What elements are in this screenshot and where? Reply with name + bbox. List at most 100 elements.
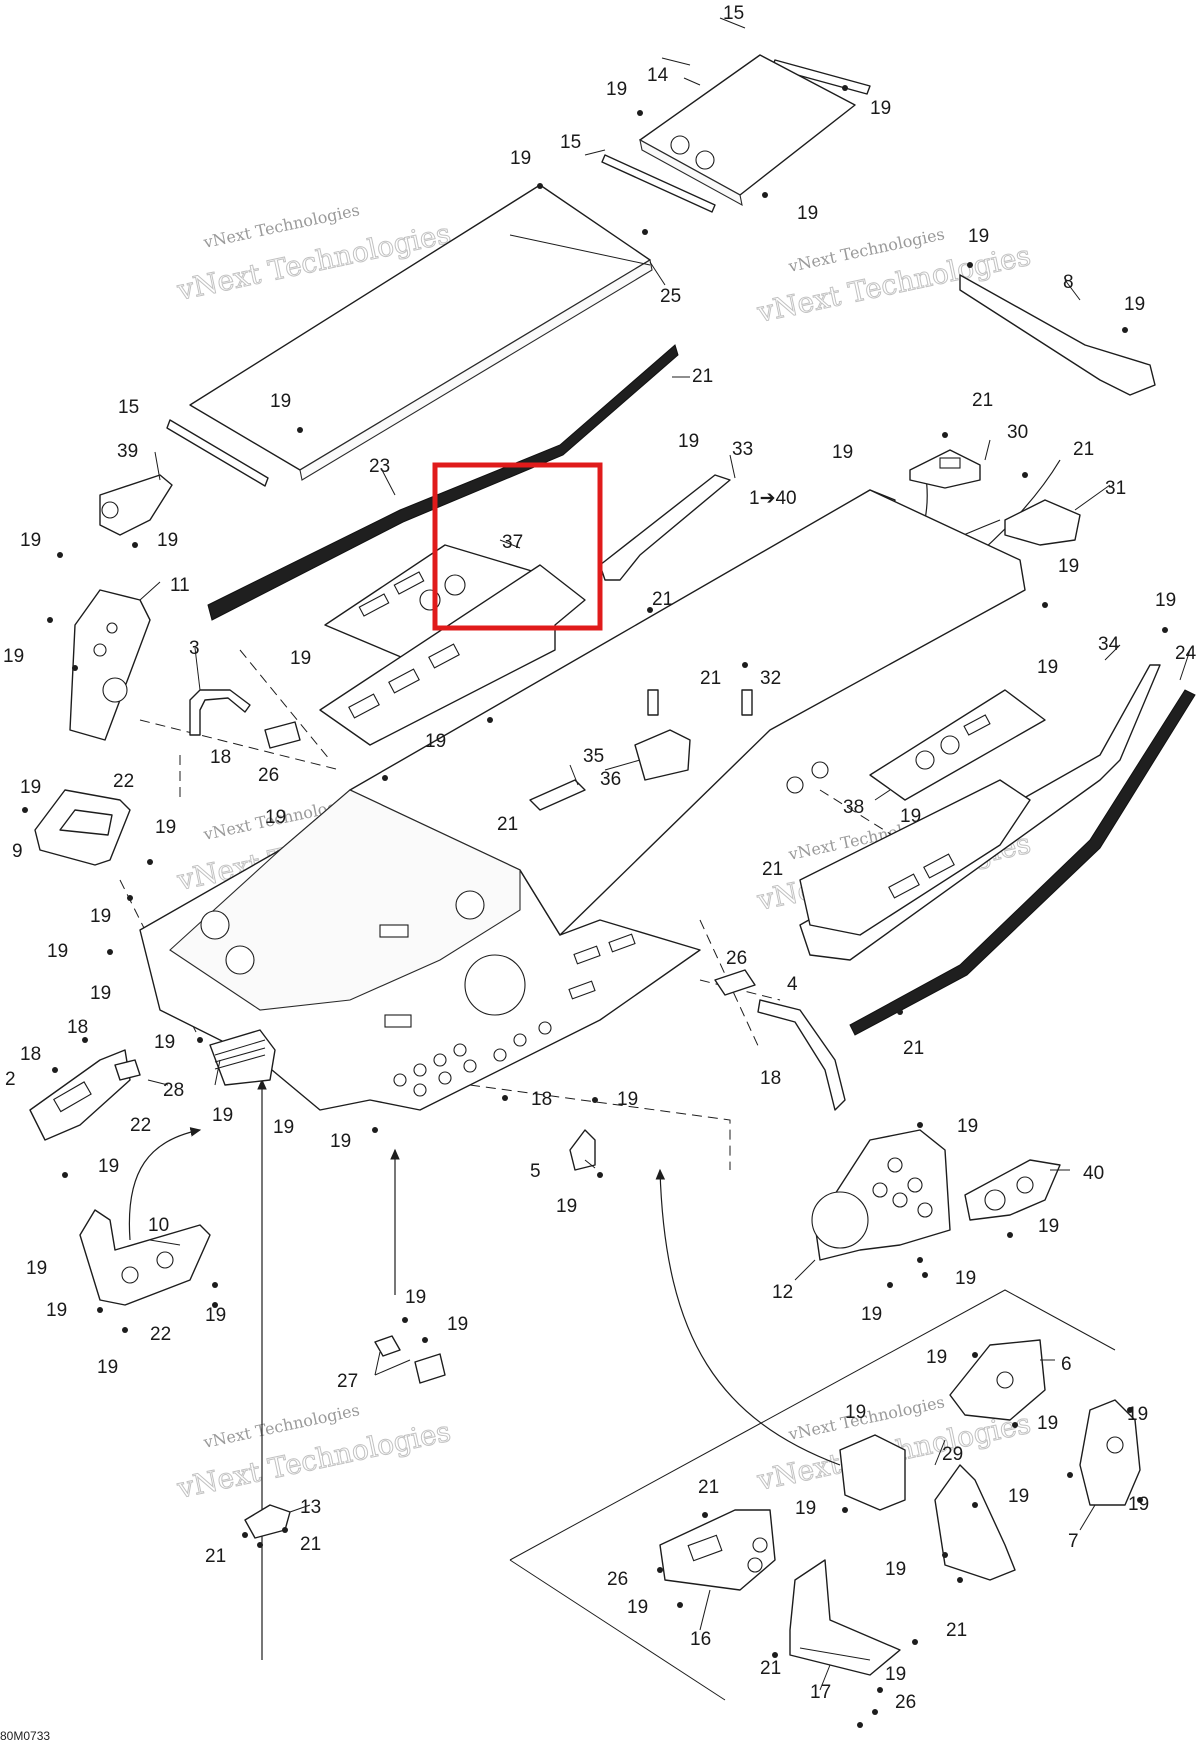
callout-20: 19 <box>330 1131 351 1152</box>
callout-20: 19 <box>205 1305 226 1326</box>
callout-33: 33 <box>732 439 753 460</box>
part-32-studs <box>647 689 753 716</box>
callout-20: 19 <box>885 1559 906 1580</box>
callout-20: 19 <box>968 226 989 247</box>
callout-20: 19 <box>1058 556 1079 577</box>
callout-9: 9 <box>12 841 23 862</box>
callout-19: 19 <box>212 1105 233 1126</box>
part-7-bracket <box>1079 1399 1141 1506</box>
part-23-rail <box>207 344 679 621</box>
callout-35: 35 <box>583 746 604 767</box>
callout-21: 21 <box>652 589 673 610</box>
part-28-small-bracket <box>114 1059 141 1081</box>
callout-20: 19 <box>955 1268 976 1289</box>
part-31-bracket <box>1004 499 1081 546</box>
callout-21: 21 <box>300 1534 321 1555</box>
callout-20: 19 <box>1128 1494 1149 1515</box>
callout-20: 19 <box>290 648 311 669</box>
callout-20: 19 <box>3 646 24 667</box>
callout-21: 21 <box>692 366 713 387</box>
callout-20: 19 <box>1037 1413 1058 1434</box>
callout-15: 15 <box>560 132 581 153</box>
callout-22: 22 <box>150 1324 171 1345</box>
callout-26: 26 <box>607 1569 628 1590</box>
part-20-right-sub-plate <box>799 779 1031 936</box>
callout-23: 23 <box>369 456 390 477</box>
callout-26: 26 <box>258 765 279 786</box>
callout-18: 18 <box>531 1089 552 1110</box>
callout-32: 32 <box>760 668 781 689</box>
callout-39: 39 <box>117 441 138 462</box>
callout-18: 18 <box>20 1044 41 1065</box>
callout-20: 19 <box>90 983 111 1004</box>
callout-20: 19 <box>447 1314 468 1335</box>
leader-lines <box>139 17 1191 1691</box>
callout-20: 19 <box>832 442 853 463</box>
callout-6: 6 <box>1061 1354 1072 1375</box>
callout-22: 22 <box>113 771 134 792</box>
callout-15: 15 <box>118 397 139 418</box>
part-19-bracket <box>209 1029 276 1086</box>
callout-19: 19 <box>47 941 68 962</box>
callout-20: 19 <box>617 1089 638 1110</box>
fastener-bolts <box>22 85 1168 1728</box>
part-5-bracket <box>569 1129 596 1171</box>
callout-21: 21 <box>760 1658 781 1679</box>
callout-24: 24 <box>1175 643 1197 664</box>
callout-19: 19 <box>98 1156 119 1177</box>
callout-2: 2 <box>5 1069 16 1090</box>
part-2-bracket <box>29 1049 131 1141</box>
callout-20: 19 <box>556 1196 577 1217</box>
callout-labels: 15 14 19 19 15 19 19 25 19 8 19 21 19 15… <box>3 3 1197 1713</box>
callout-20: 19 <box>926 1347 947 1368</box>
callout-20: 19 <box>627 1597 648 1618</box>
inset-frame-lower-right <box>509 1289 1116 1701</box>
callout-19: 19 <box>20 777 41 798</box>
callout-3: 3 <box>189 638 200 659</box>
part-39-bracket <box>99 474 173 536</box>
callout-21: 21 <box>205 1546 226 1567</box>
part-40-rear-bracket <box>964 1159 1061 1221</box>
callout-34: 34 <box>1098 634 1120 655</box>
part-8-bracket <box>959 274 1156 396</box>
callout-20: 19 <box>265 807 286 828</box>
callout-40: 40 <box>1083 1163 1104 1184</box>
callout-20: 19 <box>797 203 818 224</box>
callout-11: 11 <box>170 575 190 596</box>
callout-20: 19 <box>1124 294 1145 315</box>
callout-20: 19 <box>606 79 627 100</box>
callout-21: 21 <box>903 1038 924 1059</box>
callout-20: 19 <box>90 906 111 927</box>
part-27-brackets <box>374 1335 446 1384</box>
callout-14: 14 <box>647 65 669 86</box>
callout-12: 12 <box>772 1282 793 1303</box>
part-4-hose <box>757 999 846 1111</box>
part-6-bracket <box>949 1339 1046 1421</box>
callout-26: 26 <box>726 948 747 969</box>
callout-20: 19 <box>26 1258 47 1279</box>
callout-26: 26 <box>895 1692 916 1713</box>
callout-21: 21 <box>1073 439 1094 460</box>
callout-30: 30 <box>1007 422 1028 443</box>
callout-20: 19 <box>870 98 891 119</box>
callout-20: 19 <box>1155 590 1176 611</box>
part-22-bracket <box>59 809 113 836</box>
callout-21: 21 <box>698 1477 719 1498</box>
callout-21: 21 <box>972 390 993 411</box>
part-11-plate <box>69 589 151 741</box>
callout-20: 19 <box>885 1664 906 1685</box>
callout-31: 31 <box>1105 478 1126 499</box>
watermark-bottom-left: vNext Technologies vNext Technologies <box>173 1400 454 1505</box>
callout-18: 18 <box>760 1068 781 1089</box>
callout-20: 19 <box>405 1287 426 1308</box>
part-15-rod-left <box>166 419 269 487</box>
callout-4: 4 <box>787 974 798 995</box>
callout-20: 19 <box>1008 1486 1029 1507</box>
part-13-bracket <box>244 1504 291 1539</box>
callout-19: 19 <box>155 817 176 838</box>
callout-8: 8 <box>1063 272 1074 293</box>
callout-1-40: 1➔40 <box>749 488 797 509</box>
part-33-bracket <box>599 474 731 581</box>
callout-20: 19 <box>861 1304 882 1325</box>
callout-20: 19 <box>154 1032 175 1053</box>
